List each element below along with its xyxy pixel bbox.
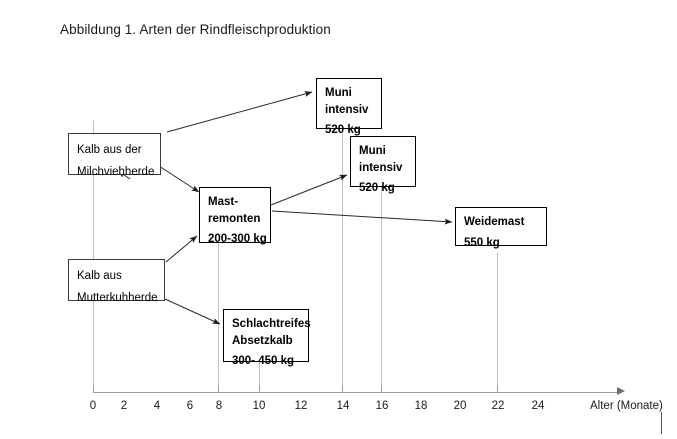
axis-tick-label-8: 8 [215,400,223,412]
gridline-14mo [342,128,343,392]
node-kalb-mutterkuhherde-line2: Mutterkuhherde [77,291,158,304]
gridline-16mo [381,185,382,392]
axis-tick-10 [259,386,260,393]
gridline-10mo [259,360,260,392]
gridline-0mo [93,120,94,392]
node-kalb-mutterkuhherde[interactable]: Kalb aus Mutterkuhherde [68,259,165,304]
node-muni-intensiv-2-weight: 520 kg [359,182,395,195]
node-mastremonten[interactable]: Mast- remonten 200-300 kg [199,187,271,245]
node-kalb-milchviehherde[interactable]: Kalb aus der Milchviehherde [68,133,161,178]
axis-tick-16 [381,386,382,393]
gridline-22mo [497,253,498,392]
page-corner-mark [661,412,662,434]
node-weidemast[interactable]: Weidemast 550 kg [455,207,547,249]
axis-tick-label-10: 10 [252,400,266,412]
axis-tick-label-12: 12 [294,400,308,412]
axis-tick-label-2: 2 [120,400,128,412]
axis-tick-14 [342,386,343,393]
axis-tick-label-4: 4 [153,400,161,412]
x-axis-line [93,392,620,393]
node-weidemast-line1: Weidemast [464,216,525,228]
node-muni-intensiv-1-weight: 520 kg [325,124,361,137]
node-muni-intensiv-2[interactable]: Muni intensiv 520 kg [350,136,416,194]
axis-tick-label-22: 22 [491,400,505,412]
node-muni-intensiv-2-line1: Muni [359,145,386,157]
axis-tick-label-6: 6 [186,400,194,412]
axis-tick-label-0: 0 [89,400,97,412]
node-absetzkalb-weight: 300- 450 kg [232,355,295,368]
axis-tick-label-18: 18 [414,400,428,412]
axis-tick-label-16: 16 [375,400,389,412]
node-kalb-mutterkuhherde-line1: Kalb aus [77,270,122,282]
axis-tick-22 [497,386,498,393]
node-muni-intensiv-1[interactable]: Muni intensiv 520 kg [316,78,382,136]
node-absetzkalb-line2: Absetzkalb [232,334,293,347]
node-mastremonten-weight: 200-300 kg [208,233,267,246]
node-mastremonten-line1: Mast- [208,196,239,208]
node-schlachtreifes-absetzkalb[interactable]: Schlachtreifes Absetzkalb 300- 450 kg [223,309,311,367]
axis-tick-label-14: 14 [336,400,350,412]
figure-title: Abbildung 1. Arten der Rindfleischproduk… [60,22,331,37]
gridline-8mo [218,243,219,392]
node-muni-intensiv-2-line2: intensiv [359,161,403,174]
node-muni-intensiv-1-line2: intensiv [325,103,369,116]
axis-tick-8 [218,386,219,393]
node-kalb-milchviehherde-line1: Kalb aus der [77,144,142,156]
node-kalb-milchviehherde-line2: Milchviehherde [77,165,155,178]
node-absetzkalb-line1: Schlachtreifes [232,318,311,330]
x-axis-arrow-icon [617,387,625,395]
axis-tick-label-20: 20 [453,400,467,412]
axis-tick-label-24: 24 [531,400,545,412]
axis-tick-0 [93,386,94,393]
node-weidemast-weight: 550 kg [464,236,500,249]
x-axis-label: Alter (Monate) [590,400,663,412]
node-muni-intensiv-1-line1: Muni [325,87,352,99]
node-mastremonten-line2: remonten [208,212,261,225]
